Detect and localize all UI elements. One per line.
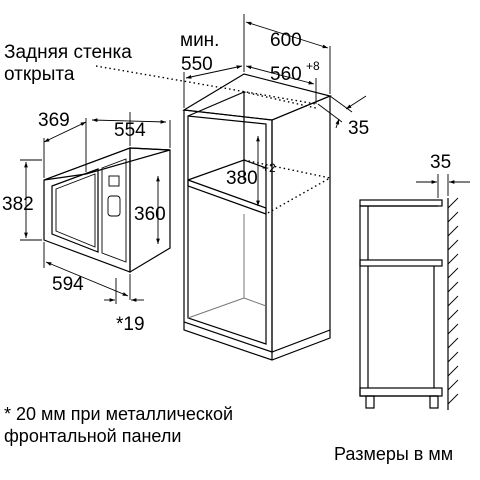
dim-560-line: [245, 65, 315, 85]
units-note: Размеры в мм: [334, 444, 453, 464]
microwave-top: [43, 147, 171, 181]
section-foot-right: [429, 395, 439, 409]
footnote-line2: фронтальной панели: [4, 426, 181, 446]
footnote-line1: * 20 мм при металлической: [4, 404, 233, 424]
cabinet-side: [271, 95, 331, 353]
cabinet-opening: [187, 115, 267, 345]
dim-560-tolerance: +8: [306, 59, 320, 73]
microwave-door-window: [51, 168, 99, 253]
rear-wall-note-line1: Задняя стенка: [4, 42, 132, 63]
dim-594-line: [45, 261, 129, 297]
dim-369-label: 369: [38, 110, 70, 131]
dim-550-line: [185, 65, 243, 79]
section-shelf: [359, 259, 443, 267]
microwave-door-glass: [55, 173, 96, 248]
section-outline: [359, 205, 438, 397]
dim-35-side-label: 35: [430, 152, 451, 173]
dim-369-line: [43, 121, 87, 143]
rear-wall-note-line2: открыта: [4, 64, 75, 85]
dim-600-line: [245, 21, 329, 49]
dim-35-right-label: 35: [348, 118, 369, 139]
side-section-drawing: [359, 174, 470, 410]
dim-380-tolerance: +2: [262, 161, 276, 175]
dim-554-label: 554: [114, 120, 146, 141]
dim-35-right-line: [345, 95, 367, 110]
cabinet-top: [182, 73, 332, 121]
section-foot-left: [365, 395, 375, 409]
cabinet-front-left: [183, 109, 273, 353]
microwave-front-frame: [43, 147, 131, 273]
microwave-display: [108, 175, 120, 187]
dim-380-label: 380: [226, 168, 258, 189]
section-bottom-board: [359, 387, 443, 397]
microwave-side: [129, 147, 171, 274]
microwave-drawing: [20, 112, 171, 304]
rear-wall-leader: [95, 65, 317, 105]
microwave-knob: [107, 195, 121, 217]
wall-hatching: [447, 197, 459, 405]
dim-560-label: 560: [270, 64, 302, 85]
min-label: мин.: [180, 30, 219, 51]
dim-550-label: 550: [181, 54, 213, 75]
dim-600-label: 600: [270, 30, 302, 51]
dim-554-line: [91, 118, 167, 124]
niche-back-edge: [187, 91, 245, 180]
dim-594-label: 594: [52, 274, 84, 295]
dim-360-label: 360: [134, 204, 166, 225]
microwave-control-panel: [101, 158, 127, 263]
section-top-board: [359, 199, 443, 207]
cabinet-shelf-front: [187, 179, 267, 215]
dim-382-label: 382: [2, 194, 34, 215]
cabinet-drawing: [95, 14, 367, 361]
dim-19-label: *19: [116, 314, 145, 335]
